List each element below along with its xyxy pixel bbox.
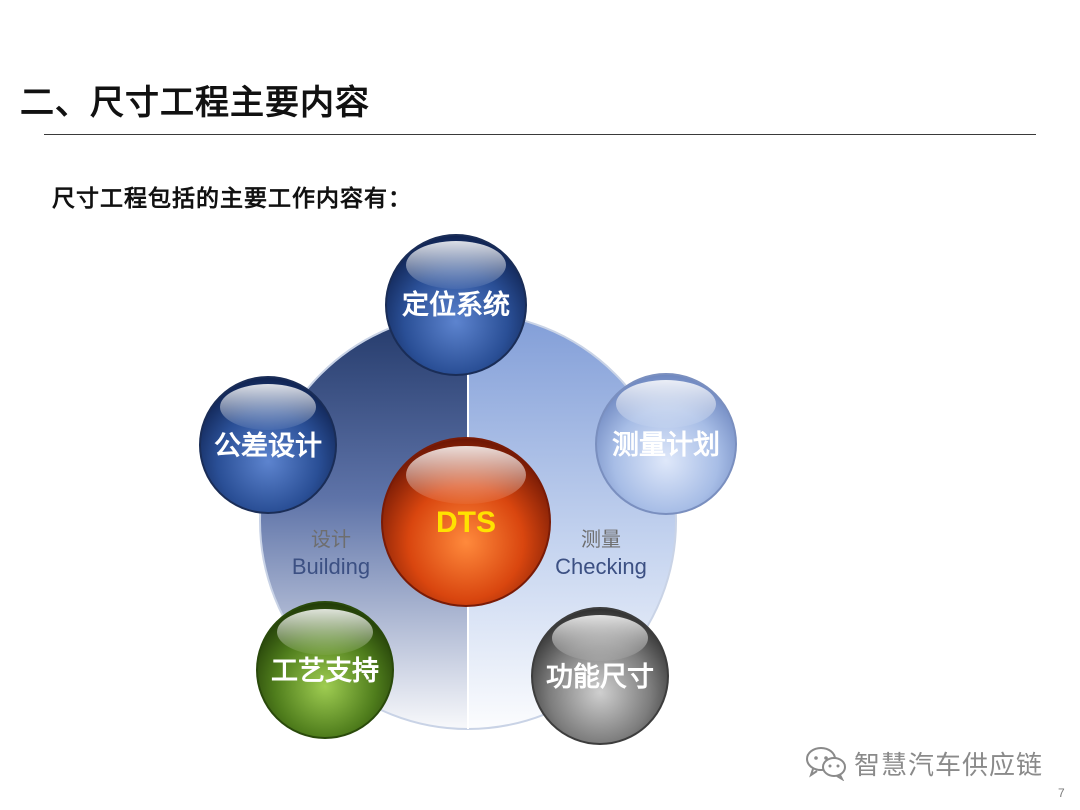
orb-process-support: 工艺支持 xyxy=(256,601,394,739)
right-zone-cn: 测量 xyxy=(581,527,621,551)
orb-label-measurement: 测量计划 xyxy=(612,430,720,461)
orb-label-functional: 功能尺寸 xyxy=(546,661,654,693)
title-divider xyxy=(44,134,1036,135)
orb-positioning-system: 定位系统 xyxy=(385,234,527,376)
page-number: 7 xyxy=(1058,786,1065,800)
right-zone-en: Checking xyxy=(555,554,647,579)
watermark: 智慧汽车供应链 xyxy=(804,744,1043,782)
left-zone-cn: 设计 xyxy=(311,527,351,551)
left-zone-en: Building xyxy=(292,554,370,579)
orb-measurement-plan: 测量计划 xyxy=(595,373,737,515)
orb-label-dts: DTS xyxy=(436,506,496,539)
orb-label-process: 工艺支持 xyxy=(271,656,379,687)
intro-text: 尺寸工程包括的主要工作内容有： xyxy=(52,186,412,212)
watermark-text: 智慧汽车供应链 xyxy=(854,750,1044,781)
page-title: 二、尺寸工程主要内容 xyxy=(20,83,370,123)
orb-label-tolerance: 公差设计 xyxy=(214,430,322,462)
wechat-icon xyxy=(806,747,846,781)
orb-label-positioning: 定位系统 xyxy=(402,289,510,321)
orb-dts-center: DTS xyxy=(381,437,551,607)
orb-functional-dimension: 功能尺寸 xyxy=(531,607,669,745)
orb-tolerance-design: 公差设计 xyxy=(199,376,337,514)
